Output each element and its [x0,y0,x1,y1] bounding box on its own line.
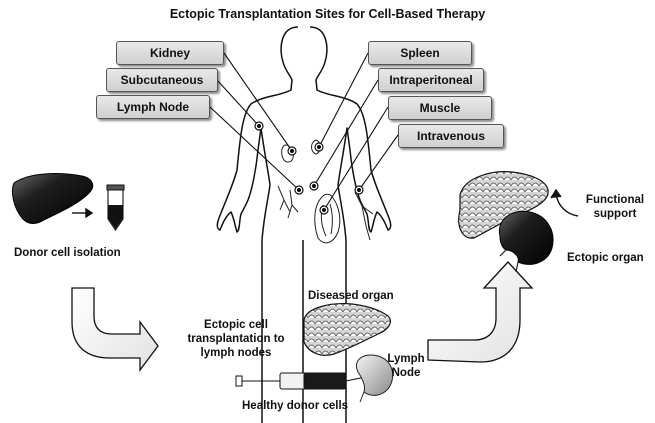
site-connector-lines [209,52,399,211]
donor-cell-isolation-label: Donor cell isolation [14,247,121,259]
site-intravenous: Intravenous [398,124,504,148]
functional-line-2: support [593,208,637,220]
transplant-line-3: lymph nodes [200,347,272,359]
functional-support-arrow-icon [550,188,579,217]
ectopic-organ-label: Ectopic organ [567,252,644,264]
test-tube-icon [106,184,125,231]
human-body-outline [216,26,392,423]
functional-support-label: Functional support [580,193,650,221]
small-arrow-icon [72,207,94,219]
transplant-line-2: transplantation to [187,333,285,345]
functional-liver-image [458,171,549,239]
diseased-liver-image [303,303,391,356]
donor-liver-image [11,173,94,224]
curved-arrow-down-right [71,287,159,372]
curved-arrow-up-right [427,261,534,363]
site-lymph-node: Lymph Node [96,95,210,119]
site-kidney: Kidney [116,41,224,65]
transplant-line-1: Ectopic cell [204,319,268,331]
lymph-node-line-1: Lymph [387,353,425,365]
lymph-node-line-2: Node [391,367,421,379]
ectopic-transplantation-label: Ectopic cell transplantation to lymph no… [176,318,296,360]
site-spleen: Spleen [368,41,472,65]
healthy-donor-cells-label: Healthy donor cells [242,400,349,412]
lymph-node-label: Lymph Node [385,352,427,380]
syringe-icon [235,372,371,390]
ectopic-organ-image [498,210,554,265]
diseased-organ-label: Diseased organ [308,290,394,302]
functional-line-1: Functional [585,194,645,206]
site-subcutaneous: Subcutaneous [106,68,218,92]
site-muscle: Muscle [388,96,492,120]
diagram-title: Ectopic Transplantation Sites for Cell-B… [169,7,486,21]
injection-site-markers [254,121,364,215]
internal-organs [277,139,374,244]
site-intraperitoneal: Intraperitoneal [378,68,484,92]
lymph-node-image [356,354,394,396]
